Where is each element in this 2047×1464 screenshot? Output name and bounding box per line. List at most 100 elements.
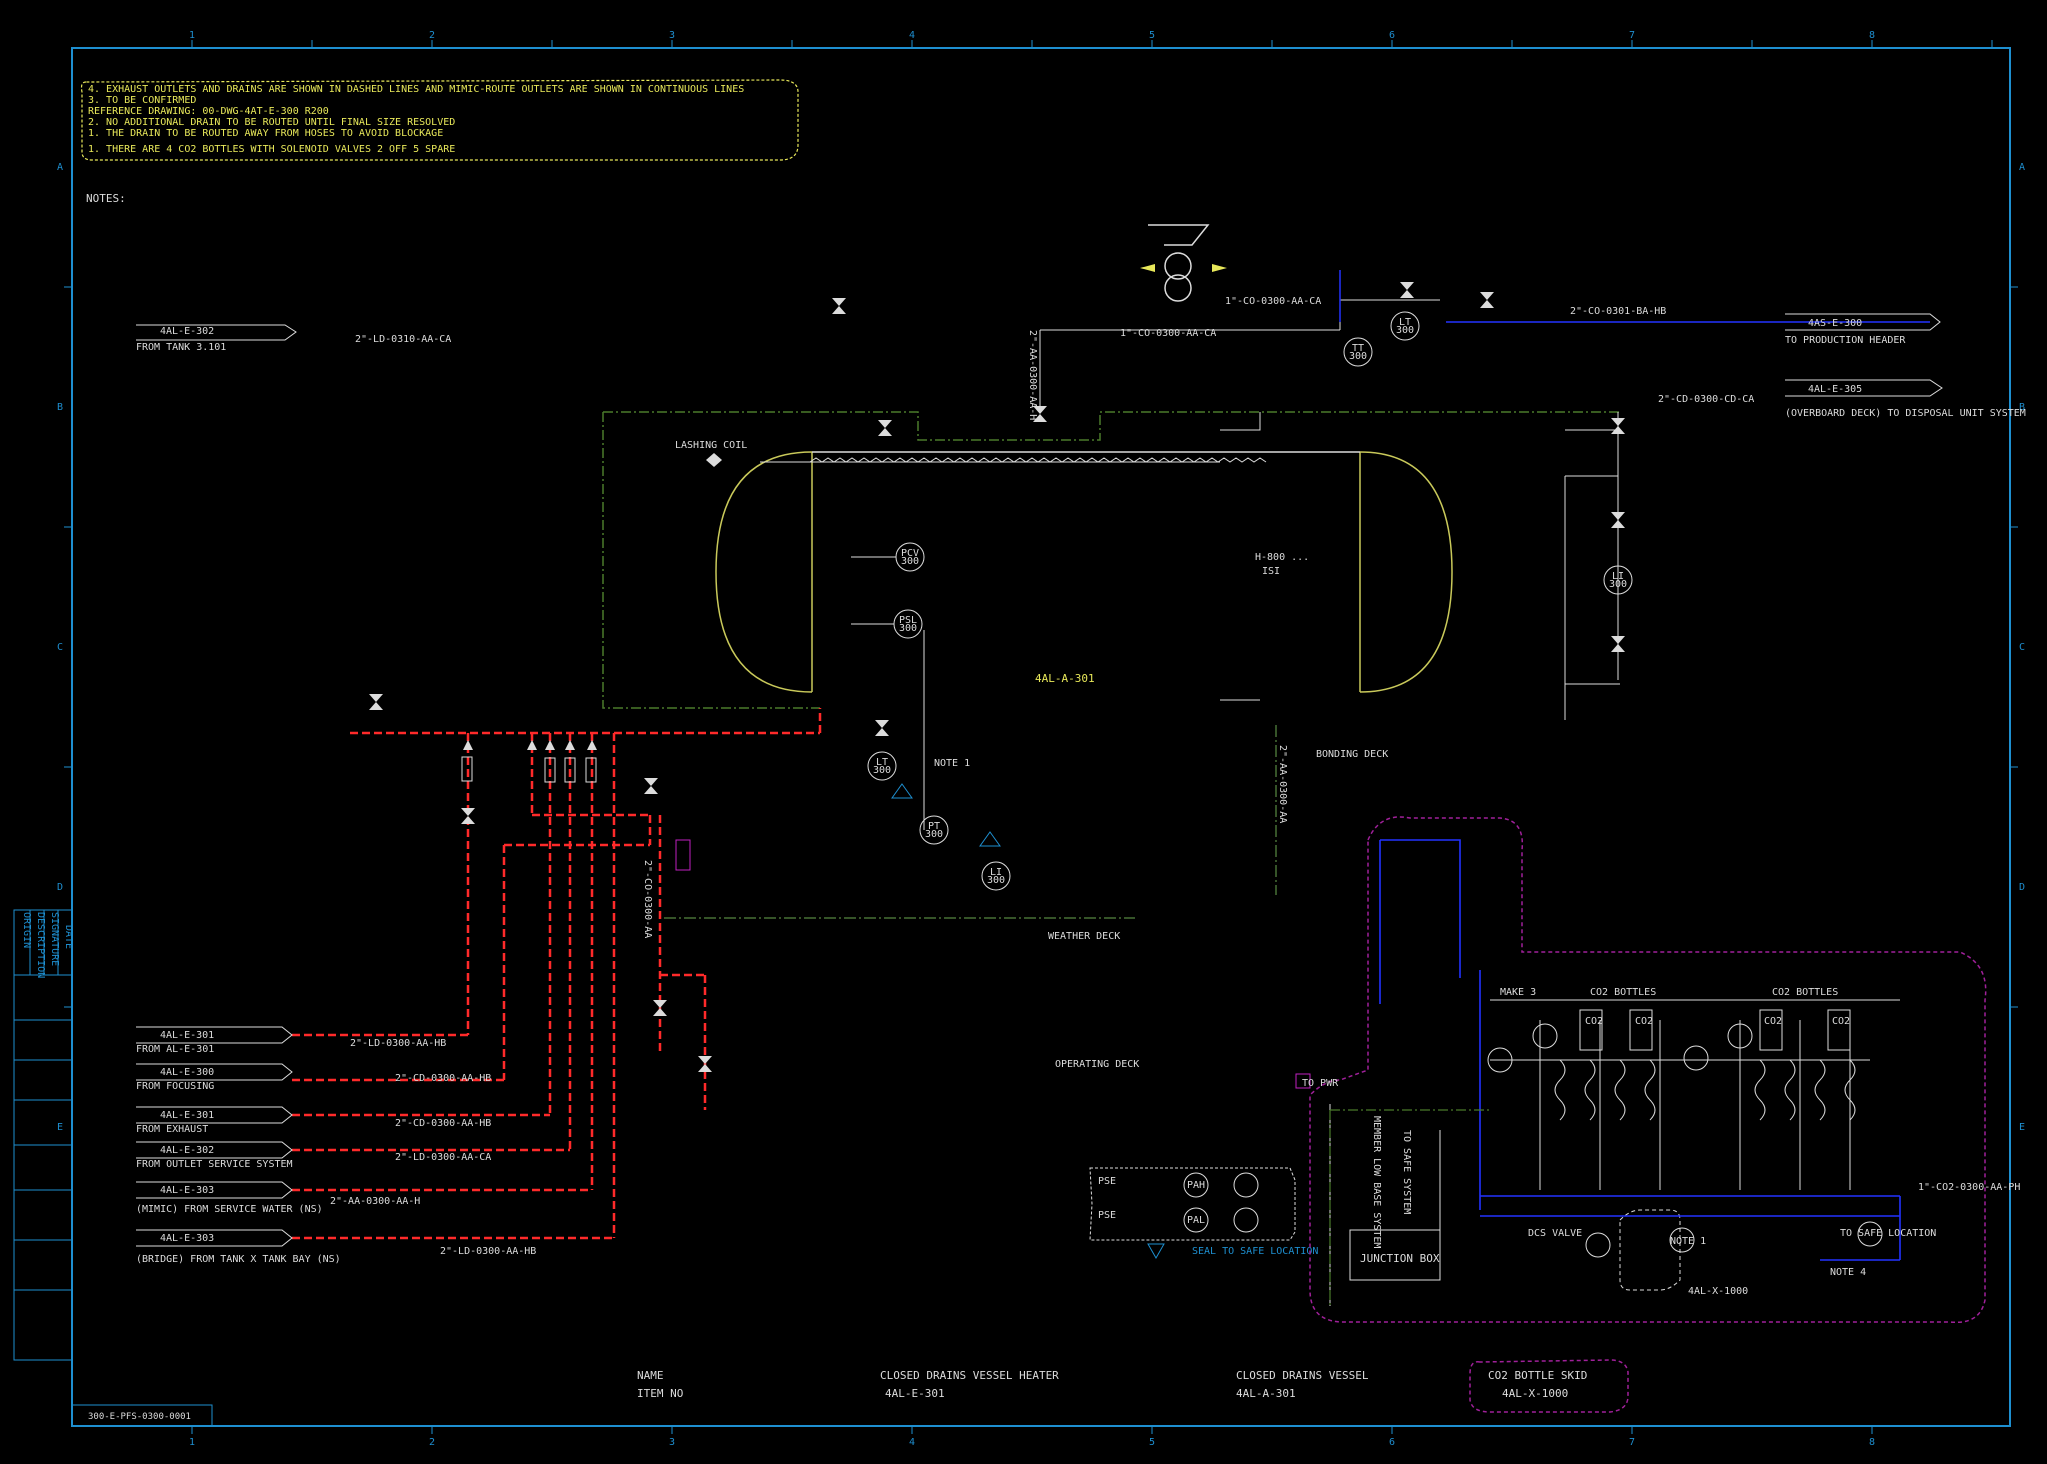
instrument-bubble — [1603, 565, 1633, 595]
row-label: B — [57, 402, 63, 413]
column-labels-top: 1 2 3 4 5 6 7 8 — [189, 30, 1875, 41]
inst-tag: PT — [928, 821, 940, 832]
inst-tag: LI — [1612, 571, 1624, 582]
valve-icon — [875, 720, 889, 728]
triangles — [891, 783, 1001, 847]
line-label: 2"-AA-0300-AA-H — [330, 1196, 420, 1207]
line-label: 2"-LD-0310-AA-CA — [355, 334, 451, 345]
valve-icon — [1033, 406, 1047, 414]
inst-tag: PSL — [899, 615, 917, 626]
inlet-from: FROM OUTLET SERVICE SYSTEM — [136, 1159, 293, 1170]
instruments — [851, 311, 1633, 891]
inlet-tag: 4AL-E-301 — [160, 1110, 214, 1121]
vent-line — [1339, 270, 1930, 323]
col-label: 2 — [429, 30, 435, 41]
column-labels-bottom: 1 2 3 4 5 6 7 8 — [189, 1437, 1875, 1448]
col-label: 8 — [1869, 1437, 1875, 1448]
junction-box-label: JUNCTION BOX — [1360, 1252, 1440, 1265]
skid-label: CO2 BOTTLES — [1772, 987, 1838, 998]
skid-label: CO2 BOTTLES — [1590, 987, 1656, 998]
group-row: PSE — [1098, 1176, 1116, 1187]
line-label: 2"-LD-0300-AA-CA — [395, 1152, 491, 1163]
instrument-bubble — [919, 815, 949, 845]
valve-icon — [698, 1056, 712, 1064]
col-label: 7 — [1629, 30, 1635, 41]
instrument-bubble — [1390, 311, 1420, 341]
lashing-coil-label: LASHING COIL — [675, 440, 747, 451]
line-label: 2"-AA-0300-AA-H — [1027, 330, 1038, 420]
inlet-from: FROM AL-E-301 — [136, 1044, 214, 1055]
valve-icon — [1400, 290, 1414, 298]
skid-mid-label: NOTE 4 — [1830, 1267, 1866, 1278]
item2-no: 4AL-A-301 — [1236, 1387, 1296, 1400]
drawing-number: 300-E-PFS-0300-0001 — [88, 1412, 191, 1422]
valve-icon — [832, 306, 846, 314]
line-label: 2"-LD-0300-AA-HB — [350, 1038, 446, 1049]
valve-icon — [461, 808, 475, 816]
line-label: 2"-LD-0300-AA-HB — [440, 1246, 536, 1257]
inst-tag: PAL — [1187, 1215, 1205, 1226]
col-label: 1 — [189, 30, 195, 41]
valve-icon — [653, 1008, 667, 1016]
inlet-from: FROM TANK 3.101 — [136, 342, 226, 353]
row-labels: A B C D E A B C D E — [57, 162, 2025, 1133]
instrument-bubble — [1343, 337, 1373, 367]
vessel-inner-label-2: H-800 ... — [1255, 552, 1309, 563]
col-label: 5 — [1149, 30, 1155, 41]
inst-num: 300 — [925, 829, 943, 840]
valve-icon — [1480, 292, 1494, 300]
col-label: 4 — [909, 1437, 915, 1448]
vessel-4AL-A-301 — [715, 451, 1453, 693]
co2-skid-green — [1329, 1109, 1490, 1306]
instrument-group: PAH PAL PSE PSE SEAL TO SAFE LOCATION — [1089, 1167, 1318, 1260]
note-line: 2. NO ADDITIONAL DRAIN TO BE ROUTED UNTI… — [88, 117, 455, 128]
title-name-label: NAME — [637, 1369, 664, 1382]
deck-note: NOTE 1 — [934, 758, 970, 769]
item2-name: CLOSED DRAINS VESSEL — [1236, 1369, 1369, 1382]
instrument-bubble — [981, 861, 1011, 891]
relief-arrows — [463, 740, 597, 750]
col-label: 1 — [189, 1437, 195, 1448]
valve-icon — [878, 428, 892, 436]
inst-tag: LI — [990, 867, 1002, 878]
inst-num: 300 — [899, 623, 917, 634]
deck-lines — [664, 725, 1277, 919]
row-label: E — [2019, 1122, 2025, 1133]
inlet-from: FROM EXHAUST — [136, 1124, 208, 1135]
co2-label: CO2 — [1635, 1016, 1653, 1027]
valve-icon — [1611, 644, 1625, 652]
line-label: 2"-CD-0300-AA-HB — [395, 1118, 491, 1129]
to-pwr-label: TO PWR — [1302, 1078, 1339, 1089]
inst-tag: TT — [1352, 343, 1364, 354]
note-line: 1. THERE ARE 4 CO2 BOTTLES WITH SOLENOID… — [88, 144, 455, 155]
line-label: 2"-CO-0300-AA — [642, 860, 653, 938]
valve-icon — [1480, 300, 1494, 308]
valve-icon — [1611, 426, 1625, 434]
deck-label: OPERATING DECK — [1055, 1059, 1139, 1070]
valves — [369, 282, 1625, 1072]
valve-icon — [875, 728, 889, 736]
valve-icon — [1611, 418, 1625, 426]
left-inlets — [136, 1026, 293, 1247]
inst-num: 300 — [1609, 579, 1627, 590]
vessel-tag: 4AL-A-301 — [1035, 672, 1095, 685]
pump — [1148, 224, 1210, 302]
vessel-inner-label: ISI — [1262, 566, 1280, 577]
notes-block: 4. EXHAUST OUTLETS AND DRAINS ARE SHOWN … — [80, 79, 799, 205]
inst-num: 300 — [1396, 325, 1414, 336]
item1-no: 4AL-E-301 — [885, 1387, 945, 1400]
dcs-label: DCS VALVE — [1528, 1228, 1582, 1239]
col-label: 3 — [669, 30, 675, 41]
col-label: 4 — [909, 30, 915, 41]
drain-header — [292, 708, 822, 1240]
magenta-tags — [675, 839, 1311, 1089]
valve-icon — [644, 786, 658, 794]
valve-icon — [1611, 636, 1625, 644]
co2-skid — [1329, 999, 1900, 1306]
inlet-top-left — [136, 324, 297, 341]
valve-icon — [1611, 520, 1625, 528]
relief-devices — [461, 756, 597, 783]
line-label: 2"-AA-0300-AA — [1277, 745, 1288, 823]
to-safe-label: TO SAFE LOCATION — [1840, 1228, 1936, 1239]
title-block: NAME ITEM NO CLOSED DRAINS VESSEL HEATER… — [88, 1369, 1587, 1422]
